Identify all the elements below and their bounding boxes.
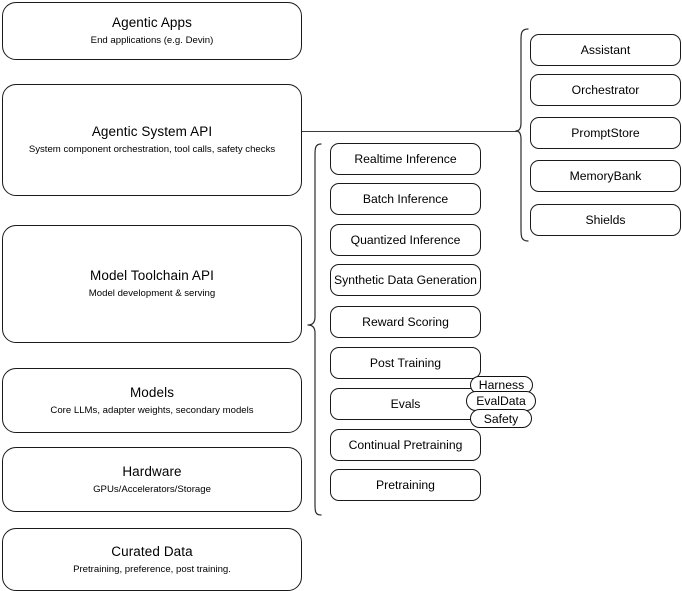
- layer-box-curated-data[interactable]: Curated Data Pretraining, preference, po…: [2, 528, 302, 591]
- layer-box-hardware[interactable]: Hardware GPUs/Accelerators/Storage: [2, 447, 302, 512]
- component-label: Continual Pretraining: [348, 438, 463, 452]
- component-box-realtime-inference[interactable]: Realtime Inference: [330, 143, 481, 175]
- component-label: Shields: [585, 213, 626, 227]
- eval-badge-label: Harness: [478, 378, 525, 392]
- component-box-memorybank[interactable]: MemoryBank: [530, 160, 681, 192]
- component-box-quantized-inference[interactable]: Quantized Inference: [330, 224, 481, 256]
- layer-subtitle: Model development & serving: [88, 288, 216, 299]
- component-box-synthetic-data-generation[interactable]: Synthetic Data Generation: [330, 264, 481, 296]
- component-label: PromptStore: [571, 126, 640, 140]
- brace-agentic-components: [515, 28, 529, 242]
- component-label: MemoryBank: [569, 169, 642, 183]
- component-label: Realtime Inference: [354, 152, 457, 166]
- component-label: Batch Inference: [362, 192, 449, 206]
- component-label: Orchestrator: [571, 83, 640, 97]
- component-box-post-training[interactable]: Post Training: [330, 347, 481, 379]
- layer-subtitle: End applications (e.g. Devin): [90, 35, 214, 46]
- eval-badge-label: Safety: [483, 411, 519, 426]
- eval-badge-safety[interactable]: Safety: [470, 409, 532, 428]
- component-label: Synthetic Data Generation: [334, 273, 477, 287]
- layer-box-agentic-system-api[interactable]: Agentic System API System component orch…: [2, 84, 302, 196]
- component-box-batch-inference[interactable]: Batch Inference: [330, 183, 481, 215]
- eval-badge-label: EvalData: [476, 394, 526, 408]
- component-label: Assistant: [580, 43, 631, 57]
- layer-subtitle: System component orchestration, tool cal…: [28, 144, 276, 155]
- component-box-evals[interactable]: Evals: [330, 388, 481, 420]
- component-box-shields[interactable]: Shields: [530, 204, 681, 236]
- component-box-continual-pretraining[interactable]: Continual Pretraining: [330, 429, 481, 461]
- eval-badge-evaldata[interactable]: EvalData: [466, 391, 536, 411]
- layer-title: Curated Data: [111, 543, 193, 559]
- layer-subtitle: Core LLMs, adapter weights, secondary mo…: [50, 404, 254, 416]
- component-label: Reward Scoring: [362, 315, 449, 329]
- component-label: Quantized Inference: [350, 233, 461, 247]
- layer-title: Agentic Apps: [111, 15, 192, 30]
- layer-title: Hardware: [122, 463, 182, 479]
- component-box-reward-scoring[interactable]: Reward Scoring: [330, 306, 481, 338]
- layer-title: Models: [129, 384, 175, 400]
- component-box-assistant[interactable]: Assistant: [530, 34, 681, 66]
- component-box-pretraining[interactable]: Pretraining: [330, 469, 481, 501]
- brace-toolchain-components: [306, 143, 322, 516]
- component-box-orchestrator[interactable]: Orchestrator: [530, 74, 681, 106]
- component-label: Evals: [390, 397, 421, 411]
- component-label: Pretraining: [376, 478, 435, 492]
- layer-subtitle: Pretraining, preference, post training.: [73, 563, 231, 575]
- layer-box-agentic-apps[interactable]: Agentic Apps End applications (e.g. Devi…: [2, 2, 302, 60]
- layer-subtitle: GPUs/Accelerators/Storage: [93, 483, 211, 495]
- layer-box-models[interactable]: Models Core LLMs, adapter weights, secon…: [2, 368, 302, 433]
- layer-box-model-toolchain-api[interactable]: Model Toolchain API Model development & …: [2, 225, 302, 343]
- connector-agentic-system-to-components: [302, 131, 517, 133]
- layer-title: Model Toolchain API: [90, 268, 214, 283]
- component-box-promptstore[interactable]: PromptStore: [530, 117, 681, 149]
- component-label: Post Training: [369, 356, 442, 370]
- layer-title: Agentic System API: [91, 124, 213, 139]
